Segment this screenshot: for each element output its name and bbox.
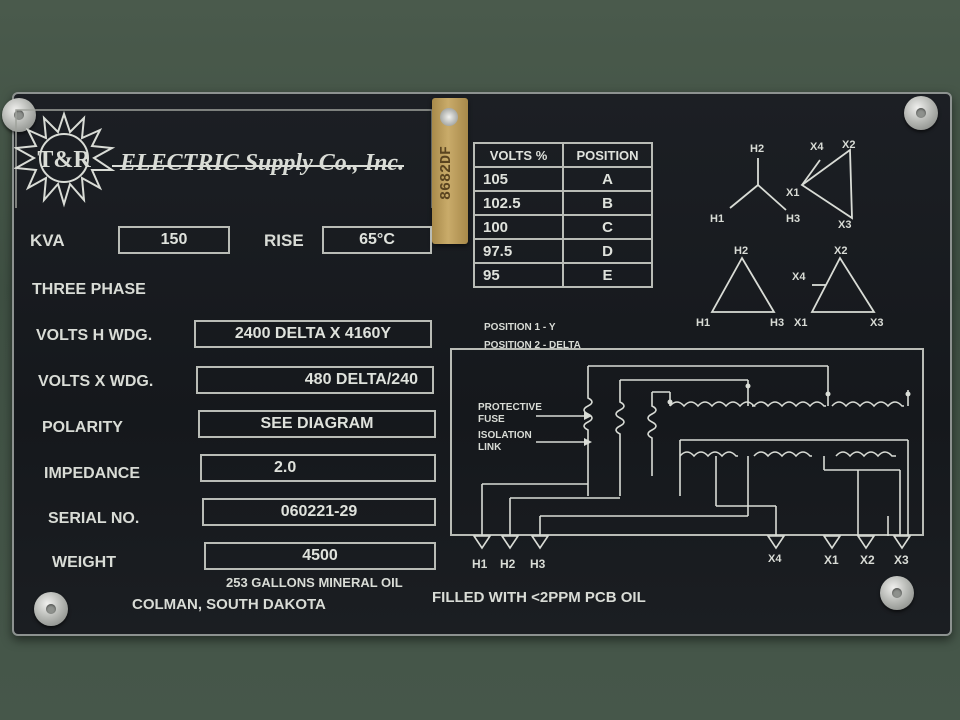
kva-value: 150 <box>118 226 230 254</box>
terminal-h2-label: H2 <box>500 557 516 571</box>
isolation-label: ISOLATION <box>478 430 532 441</box>
polarity-value: SEE DIAGRAM <box>198 410 436 438</box>
screw-bottom-left <box>34 592 68 626</box>
kva-label: KVA <box>30 231 65 250</box>
table-row: 97.5 D <box>473 238 653 264</box>
bottom-x3-label: X3 <box>870 317 883 329</box>
bottom-h1-label: H1 <box>696 317 710 329</box>
bottom-h2-label: H2 <box>734 245 748 257</box>
top-x4-label: X4 <box>810 141 824 153</box>
table-row: 95 E <box>473 262 653 288</box>
table-header-row: VOLTS % POSITION <box>473 142 653 168</box>
logo-starburst-icon <box>12 110 116 208</box>
volts-x-label: VOLTS X WDG. <box>38 373 154 390</box>
logo-letters: T&R <box>37 147 91 173</box>
bottom-h3-label: H3 <box>770 317 784 329</box>
table-row: 102.5 B <box>473 190 653 216</box>
volts-h-value: 2400 DELTA X 4160Y <box>194 320 432 348</box>
bottom-x1-label: X1 <box>794 317 807 329</box>
top-h1-label: H1 <box>710 213 724 225</box>
position-cell: D <box>562 238 653 264</box>
protective-label: PROTECTIVE <box>478 402 542 413</box>
screw-top-left <box>2 98 36 132</box>
volts-cell: 105 <box>473 166 564 192</box>
top-x2-label: X2 <box>842 139 855 151</box>
tag-rivet <box>440 108 458 126</box>
brand-logo: T&R ELECTRIC Supply Co., Inc. <box>12 108 434 211</box>
volts-h-label: VOLTS H WDG. <box>36 327 153 344</box>
screw-top-right <box>904 96 938 130</box>
tag-number: 8682DF <box>438 146 455 201</box>
volts-x-value: 480 DELTA/240 <box>196 366 434 394</box>
position-cell: B <box>562 190 653 216</box>
logo-graphic: T&R ELECTRIC Supply Co., Inc. <box>12 109 433 211</box>
serial-value: 060221-29 <box>202 498 436 526</box>
terminal-x3-label: X3 <box>894 553 909 567</box>
impedance-label: IMPEDANCE <box>44 465 141 482</box>
top-h2-label: H2 <box>750 143 764 155</box>
position-header: POSITION <box>562 142 653 168</box>
impedance-value: 2.0 <box>200 454 436 482</box>
volts-cell: 102.5 <box>473 190 564 216</box>
terminal-x4-label: X4 <box>768 553 782 565</box>
oil-note: 253 GALLONS MINERAL OIL <box>226 575 403 590</box>
location: COLMAN, SOUTH DAKOTA <box>132 596 326 613</box>
link-label: LINK <box>478 442 502 453</box>
screw-bottom-right <box>880 576 914 610</box>
wiring-diagram: PROTECTIVE FUSE ISOLATION LINK H1 H2 H3 … <box>450 348 924 571</box>
inspection-tag: 8682DF <box>432 98 468 244</box>
volts-cell: 95 <box>473 262 564 288</box>
table-row: 105 A <box>473 166 653 192</box>
volts-cell: 97.5 <box>473 238 564 264</box>
bottom-x4-label: X4 <box>792 271 806 283</box>
weight-label: WEIGHT <box>52 554 116 571</box>
terminal-x2-label: X2 <box>860 553 875 567</box>
rise-label: RISE <box>264 231 304 250</box>
serial-label: SERIAL NO. <box>48 510 140 527</box>
phase-label: THREE PHASE <box>32 281 146 298</box>
position-2-note: POSITION 2 - DELTA <box>484 340 581 351</box>
top-x3-label: X3 <box>838 219 851 231</box>
bottom-x2-label: X2 <box>834 245 847 257</box>
brand-name: ELECTRIC Supply Co., Inc. <box>119 150 404 176</box>
polarity-label: POLARITY <box>42 419 123 436</box>
top-h3-label: H3 <box>786 213 800 225</box>
terminal-x1-label: X1 <box>824 553 839 567</box>
top-x1-label: X1 <box>786 187 799 199</box>
position-cell: A <box>562 166 653 192</box>
table-row: 100 C <box>473 214 653 240</box>
vector-diagram: H2 H1 H3 X4 X2 X1 X3 H2 H1 H3 X2 X4 X1 X… <box>696 139 883 329</box>
terminal-h1-label: H1 <box>472 557 488 571</box>
position-cell: E <box>562 262 653 288</box>
pcb-note: FILLED WITH <2PPM PCB OIL <box>432 589 646 606</box>
position-cell: C <box>562 214 653 240</box>
volts-percent-header: VOLTS % <box>473 142 564 168</box>
weight-value: 4500 <box>204 542 436 570</box>
terminal-h3-label: H3 <box>530 557 546 571</box>
volts-cell: 100 <box>473 214 564 240</box>
fuse-label: FUSE <box>478 414 505 425</box>
rise-value: 65°C <box>322 226 432 254</box>
tap-position-table: VOLTS % POSITION 105 A 102.5 B 100 C 97.… <box>473 142 653 288</box>
position-1-note: POSITION 1 - Y <box>484 322 556 333</box>
